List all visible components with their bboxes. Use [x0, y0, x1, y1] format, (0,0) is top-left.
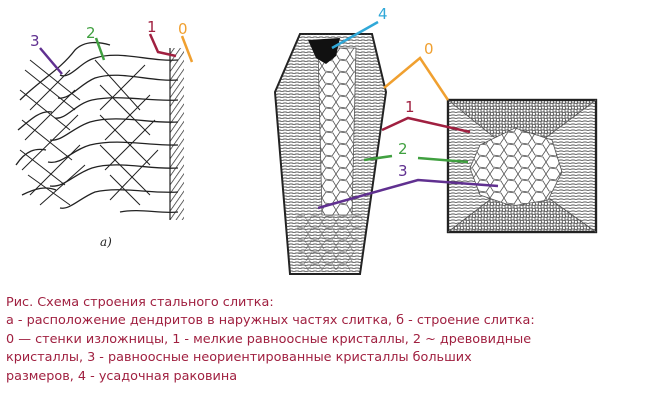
dendrite-branches [15, 41, 179, 214]
figure-caption: Рис. Схема строения стального слитка: а … [6, 294, 649, 386]
caption-line-1: Рис. Схема строения стального слитка: [6, 295, 274, 310]
leader-1-a [148, 33, 177, 58]
mould-wall-hatched [170, 48, 184, 220]
leader-3-a [39, 47, 63, 75]
label-0-a: 0 [178, 20, 188, 38]
leader-3-b [317, 178, 499, 210]
ingot-cross-section [446, 98, 598, 234]
label-1-a: 1 [147, 18, 157, 36]
ingot-structure-figure: а) [15, 5, 598, 275]
leader-0-b [383, 56, 450, 101]
label-4-b: 4 [378, 5, 388, 23]
caption-line-2: а - расположение дендритов в наружных ча… [6, 313, 535, 329]
ingot-longitudinal-section [273, 33, 388, 275]
leader-4-b [331, 20, 379, 50]
label-3-a: 3 [30, 32, 40, 50]
label-2-b: 2 [398, 140, 408, 158]
leader-2-a [94, 37, 106, 61]
dendrite-panel: а) [15, 41, 184, 249]
label-3-b: 3 [398, 162, 408, 180]
shrinkage-cavity [308, 38, 340, 64]
caption-line-5: размеров, 4 - усадочная раковина [6, 368, 238, 384]
sub-label-a: а) [100, 235, 112, 249]
number-labels: 0 1 2 3 4 0 1 2 3 [30, 5, 434, 180]
label-2-a: 2 [86, 24, 96, 42]
leader-2-b [363, 154, 469, 164]
caption-line-3: 0 — стенки изложницы, 1 - мелкие равноос… [6, 331, 532, 347]
leader-1-b [381, 116, 471, 134]
leader-0-a [180, 35, 194, 63]
label-0-b: 0 [424, 40, 434, 58]
dendrite-crosshatch [19, 59, 159, 206]
leader-lines [39, 20, 499, 210]
caption-line-4: кристаллы, 3 - равноосные неориентирован… [6, 350, 472, 366]
label-1-b: 1 [405, 98, 415, 116]
